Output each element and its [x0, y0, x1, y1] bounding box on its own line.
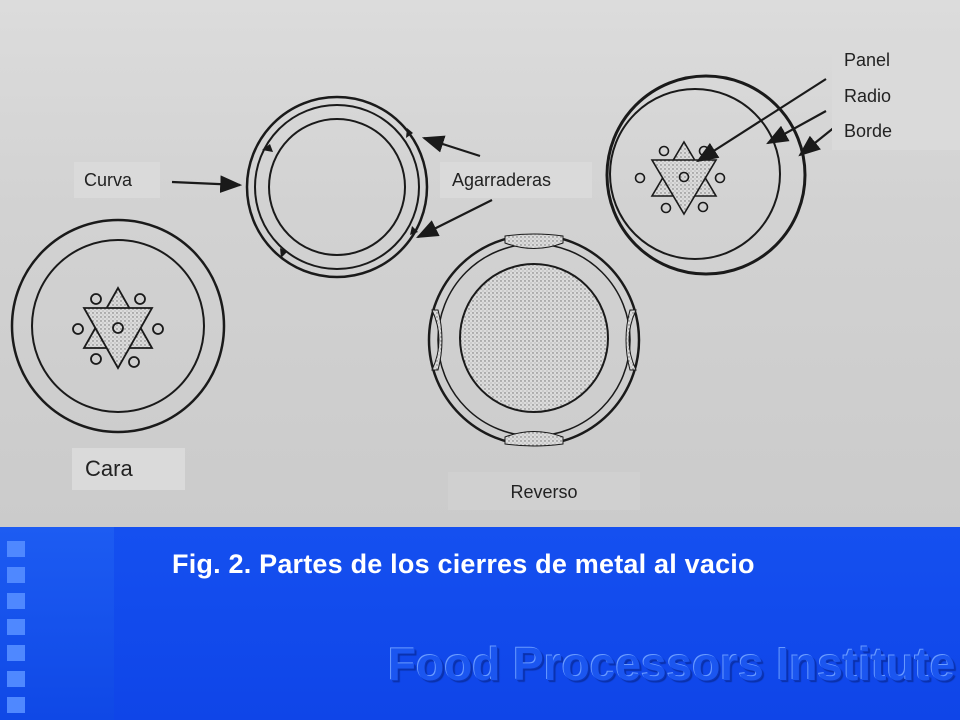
label-cara: Cara — [72, 448, 185, 490]
caption-banner: Fig. 2. Partes de los cierres de metal a… — [0, 527, 960, 720]
decor-square — [7, 593, 25, 609]
decor-square — [7, 619, 25, 635]
label-curva: Curva — [74, 162, 160, 198]
star-emblem-panel — [634, 140, 726, 216]
pointer-arrows — [171, 78, 837, 238]
label-agarraderas: Agarraderas — [440, 162, 592, 198]
figure-caption: Fig. 2. Partes de los cierres de metal a… — [172, 549, 755, 579]
label-borde: Borde — [832, 114, 960, 150]
closure-reverse — [427, 233, 641, 447]
brand-watermark: Food Processors Institute — [388, 638, 956, 690]
decor-square — [7, 645, 25, 661]
label-panel: Panel — [832, 42, 960, 78]
metal-closures-drawing — [10, 74, 837, 447]
label-radio: Radio — [832, 78, 960, 114]
decor-square — [7, 541, 25, 557]
closure-face — [10, 218, 226, 434]
closure-curl-view — [245, 95, 429, 279]
closure-panel-view — [605, 74, 807, 276]
diagram-photo: Panel Radio Borde Curva Agarraderas Cara… — [0, 0, 960, 527]
decor-square — [7, 697, 25, 713]
decor-square — [7, 671, 25, 687]
decor-square — [7, 567, 25, 583]
label-reverso: Reverso — [448, 472, 640, 510]
decorative-strip — [0, 527, 114, 720]
star-emblem-face — [72, 286, 164, 370]
